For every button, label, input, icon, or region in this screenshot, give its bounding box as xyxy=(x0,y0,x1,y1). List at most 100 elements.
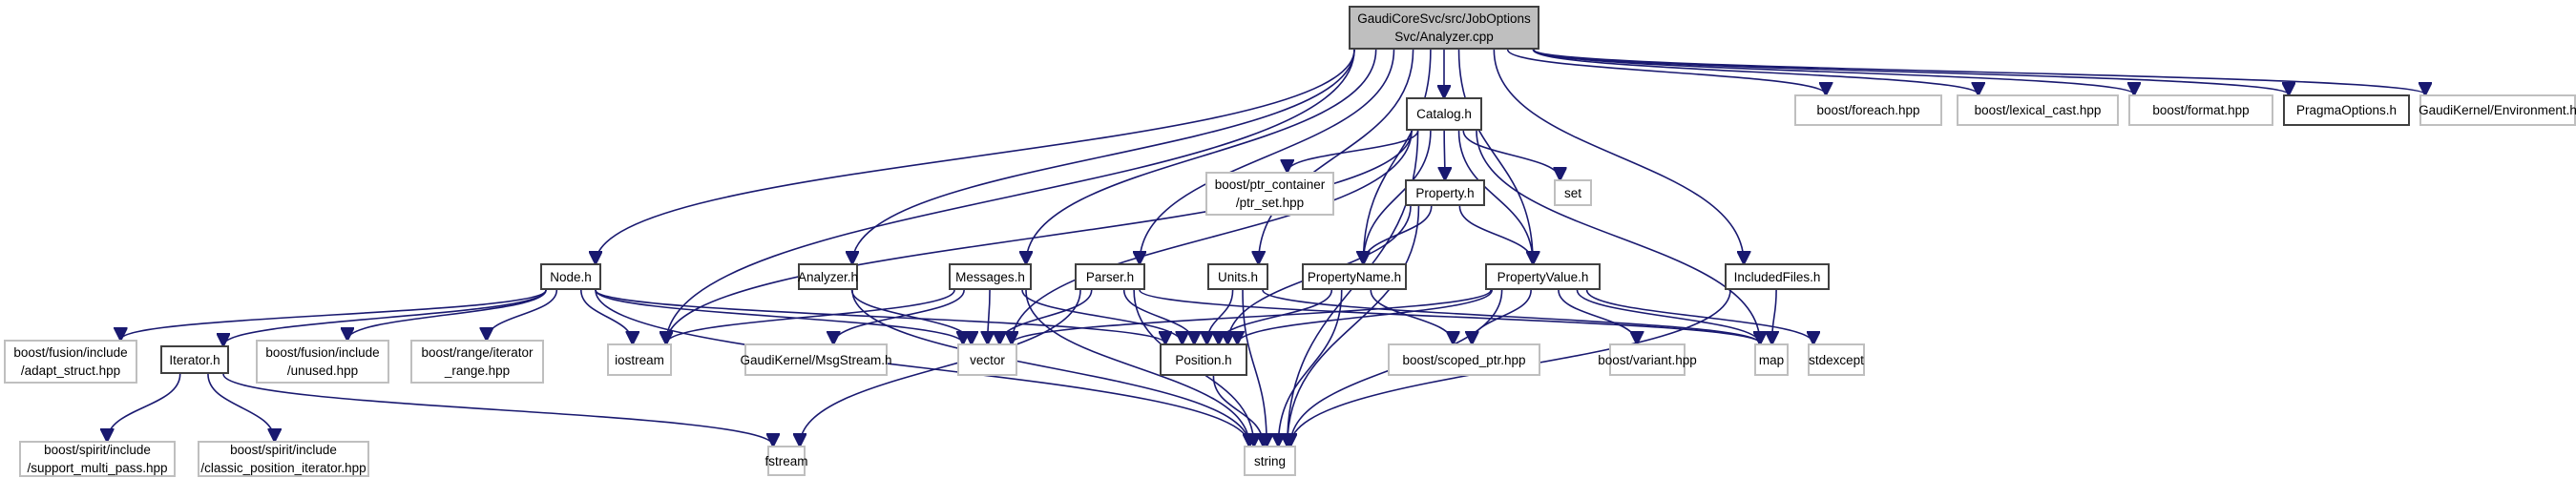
edge-catalog-to-map xyxy=(1476,130,1760,343)
graph-node-property-name[interactable]: PropertyName.h xyxy=(1302,263,1407,290)
node-label: _range.hpp xyxy=(444,364,511,378)
edge-property-name-to-scoped-ptr xyxy=(1370,289,1453,343)
edge-included-files-to-map xyxy=(1772,289,1777,343)
graph-node-units[interactable]: Units.h xyxy=(1207,263,1268,290)
edge-root-to-pragma-options xyxy=(1533,49,2289,94)
node-label: Property.h xyxy=(1415,185,1475,200)
node-label: set xyxy=(1563,185,1581,200)
graph-node-catalog[interactable]: Catalog.h xyxy=(1406,97,1482,131)
edge-iterator-to-multi-pass xyxy=(107,373,181,441)
edge-node-to-unused xyxy=(347,289,547,340)
node-label: /adapt_struct.hpp xyxy=(20,364,121,378)
node-label: PropertyName.h xyxy=(1307,269,1402,284)
graph-node-boost-foreach: boost/foreach.hpp xyxy=(1794,94,1942,126)
graph-node-variant: boost/variant.hpp xyxy=(1598,343,1697,376)
graph-node-position[interactable]: Position.h xyxy=(1160,343,1247,376)
graph-node-parser[interactable]: Parser.h xyxy=(1075,263,1145,290)
graph-node-messages[interactable]: Messages.h xyxy=(949,263,1032,290)
edge-node-to-vector xyxy=(595,289,963,343)
graph-node-environment: GaudiKernel/Environment.h xyxy=(2419,94,2576,126)
edge-root-to-environment xyxy=(1533,49,2425,94)
edge-messages-to-iostream xyxy=(666,289,955,343)
edge-property-value-to-scoped-ptr xyxy=(1472,289,1532,343)
edge-messages-to-position xyxy=(1021,289,1183,343)
graph-node-boost-format: boost/format.hpp xyxy=(2128,94,2273,126)
edge-messages-to-string xyxy=(1025,289,1249,446)
node-label: boost/variant.hpp xyxy=(1598,352,1697,367)
node-label: /support_multi_pass.hpp xyxy=(27,461,168,475)
node-label: boost/lexical_cast.hpp xyxy=(1974,103,2102,117)
node-label: Position.h xyxy=(1175,352,1232,367)
node-label: Messages.h xyxy=(955,269,1025,284)
edge-catalog-to-property-value xyxy=(1457,130,1534,263)
graph-node-property-value[interactable]: PropertyValue.h xyxy=(1485,263,1601,290)
node-label: boost/format.hpp xyxy=(2152,103,2250,117)
node-label: boost/ptr_container xyxy=(1214,177,1326,192)
node-label: iostream xyxy=(615,352,664,367)
node-label: fstream xyxy=(764,453,808,468)
edge-catalog-to-set xyxy=(1462,130,1560,179)
node-label: boost/foreach.hpp xyxy=(1816,103,1920,117)
edge-node-to-adapt-struct xyxy=(120,289,547,340)
graph-node-classic-position-iterator: boost/spirit/include/classic_position_it… xyxy=(198,441,369,477)
graph-node-included-files[interactable]: IncludedFiles.h xyxy=(1725,263,1830,290)
edge-units-to-map xyxy=(1262,289,1760,343)
edge-root-to-boost-foreach xyxy=(1506,49,1826,94)
node-label: IncludedFiles.h xyxy=(1733,269,1821,284)
edge-property-value-to-map xyxy=(1576,289,1760,343)
edge-property-value-to-variant xyxy=(1558,289,1637,343)
edge-units-to-string xyxy=(1242,289,1267,446)
node-label: Iterator.h xyxy=(169,352,220,367)
node-label: vector xyxy=(970,352,1005,367)
edge-root-to-boost-lexical-cast xyxy=(1532,49,1979,94)
node-label: GaudiKernel/Environment.h xyxy=(2419,103,2576,117)
graph-node-analyzer[interactable]: Analyzer.h xyxy=(798,263,858,290)
edge-property-value-to-vector xyxy=(1012,289,1492,343)
edge-root-to-iostream xyxy=(666,49,1355,343)
graph-node-boost-lexical-cast: boost/lexical_cast.hpp xyxy=(1957,94,2119,126)
edge-parser-to-vector xyxy=(999,289,1093,343)
node-label: boost/spirit/include xyxy=(44,443,151,457)
edge-parser-to-position xyxy=(1122,289,1195,343)
edge-catalog-to-iostream xyxy=(666,130,1413,343)
node-label: boost/fusion/include xyxy=(265,345,380,360)
graph-node-node[interactable]: Node.h xyxy=(540,263,601,290)
edge-position-to-string xyxy=(1212,375,1263,446)
edge-node-to-iterator xyxy=(223,289,547,345)
graph-node-ptr-set: boost/ptr_container/ptr_set.hpp xyxy=(1205,172,1334,216)
graph-node-iterator[interactable]: Iterator.h xyxy=(160,345,229,374)
graph-node-map: map xyxy=(1754,343,1789,376)
edge-root-to-analyzer xyxy=(852,49,1355,263)
edge-analyzer-to-vector xyxy=(850,289,972,343)
edge-root-to-boost-format xyxy=(1533,49,2134,94)
edge-node-to-string xyxy=(595,289,1249,446)
node-label: Catalog.h xyxy=(1416,107,1472,121)
node-label: GaudiCoreSvc/src/JobOptions xyxy=(1357,11,1531,26)
edge-analyzer-to-string xyxy=(851,289,1249,446)
edge-units-to-position xyxy=(1207,289,1234,343)
graph-node-property[interactable]: Property.h xyxy=(1405,179,1485,206)
edge-property-to-property-name xyxy=(1364,205,1433,263)
graph-node-stdexcept: stdexcept xyxy=(1808,343,1865,376)
edge-catalog-to-property-name xyxy=(1363,130,1432,263)
node-label: PragmaOptions.h xyxy=(2295,103,2398,117)
node-label: Parser.h xyxy=(1085,269,1135,284)
edge-property-to-string xyxy=(1288,205,1420,446)
graph-node-pragma-options[interactable]: PragmaOptions.h xyxy=(2283,94,2410,126)
node-label: boost/scoped_ptr.hpp xyxy=(1402,352,1526,367)
edge-catalog-to-ptr-set xyxy=(1288,130,1419,172)
node-label: boost/range/iterator xyxy=(421,345,534,360)
node-label: boost/fusion/include xyxy=(13,345,128,360)
graph-node-vector: vector xyxy=(957,343,1017,376)
edge-parser-to-fstream xyxy=(800,289,1081,446)
edge-property-name-to-position xyxy=(1219,289,1333,343)
node-label: stdexcept xyxy=(1809,352,1864,367)
node-label: Units.h xyxy=(1217,269,1259,284)
edge-messages-to-vector xyxy=(988,289,990,343)
node-label: Node.h xyxy=(550,269,592,284)
node-label: Analyzer.h xyxy=(797,269,859,284)
node-label: /classic_position_iterator.hpp xyxy=(200,461,367,475)
node-label: string xyxy=(1253,453,1286,468)
